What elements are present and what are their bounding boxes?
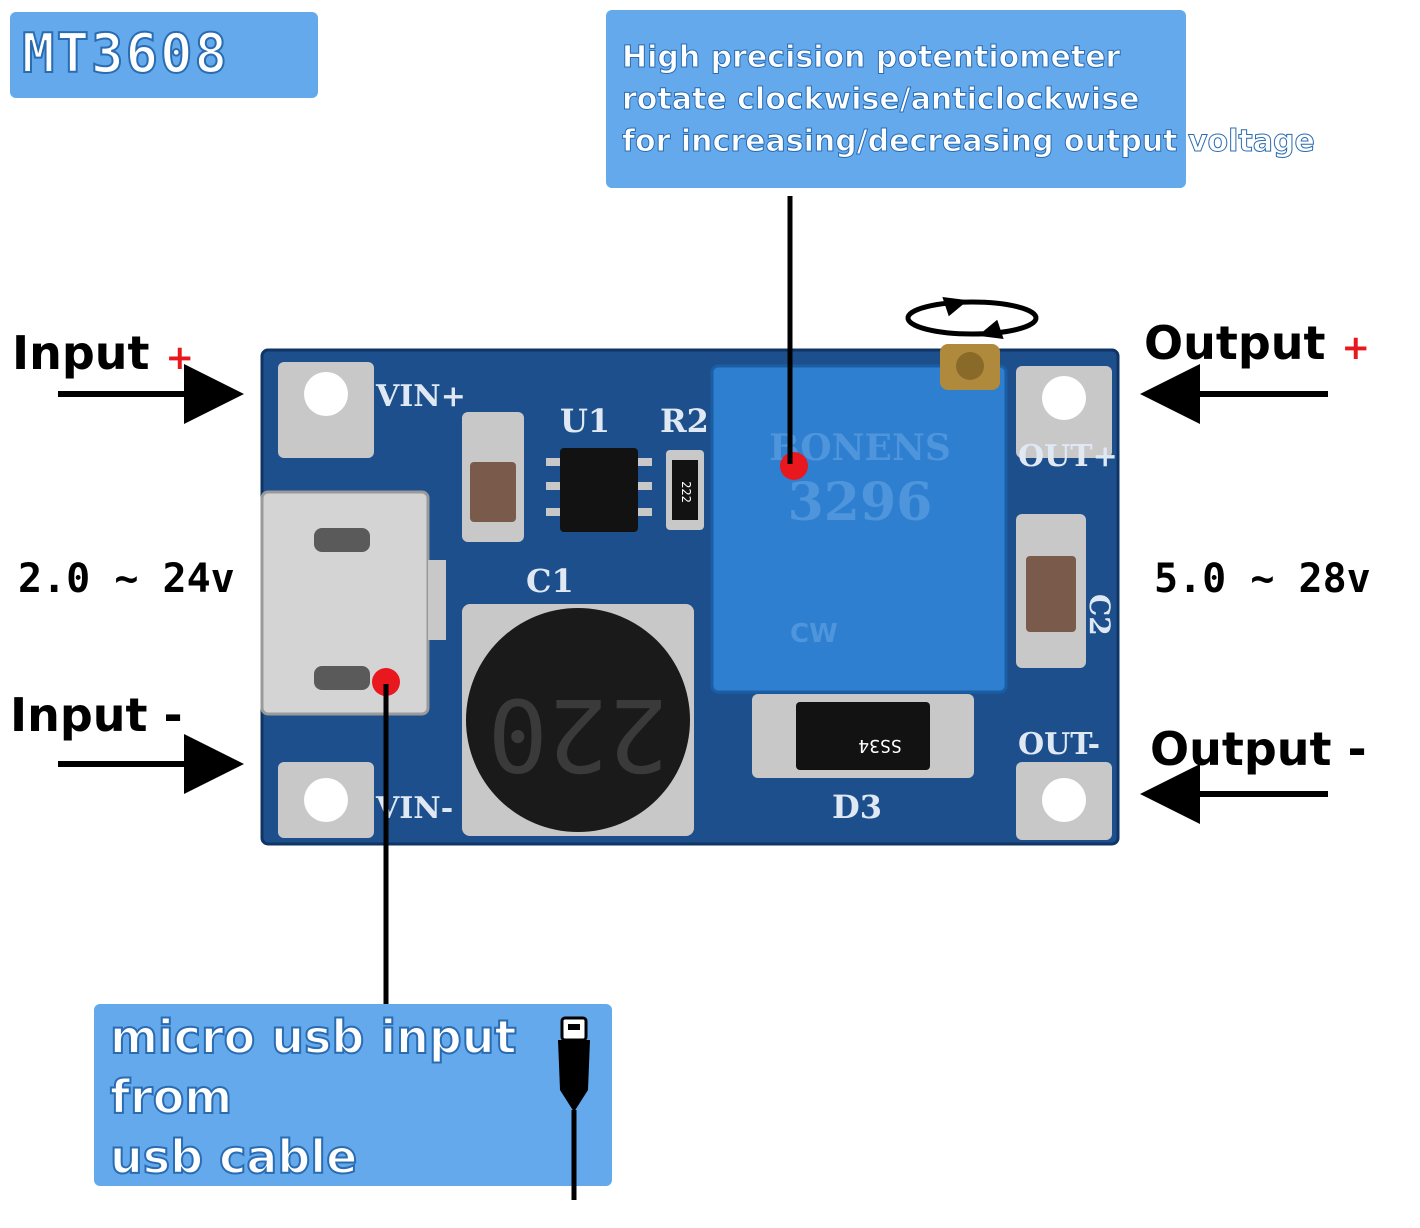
input-plus-label: Input + [12,326,194,380]
resistor-code: 222 [679,481,693,503]
usb-note: micro usb input from usb cable [94,1004,612,1186]
diode-code: SS34 [858,735,901,756]
silk-r2: R2 [660,402,709,440]
chip-u1 [546,448,652,532]
silk-out-plus: OUT+ [1018,439,1118,474]
silk-c2: C2 [1083,594,1116,636]
pot-note-line-1: High precision potentiometer [621,40,1121,76]
usb-marker-dot [372,668,400,696]
diode-d3: SS34 [752,694,974,778]
mount-hole-vin-minus [278,762,374,838]
silk-d3: D3 [832,788,882,826]
silk-out-minus: OUT- [1018,727,1100,762]
title: MT3608 [21,21,230,86]
rotate-icon [905,297,1039,339]
pot-cw: CW [790,619,838,649]
silk-u1: U1 [560,402,610,440]
potentiometer: BONENS 3296 CW [710,344,1008,694]
mount-hole-out-minus [1016,762,1112,840]
usb-note-line-3: usb cable [109,1129,358,1185]
pot-note-line-3: for increasing/decreasing output voltage [622,124,1316,160]
input-voltage-range: 2.0 ~ 24v [18,556,235,602]
pot-model: 3296 [788,472,933,533]
usb-note-line-2: from [109,1069,233,1125]
silk-vin-plus: VIN+ [375,379,466,414]
input-plus-text: Input [12,326,150,380]
mount-hole-vin-plus [278,362,374,458]
output-plus-label: Output + [1144,316,1370,370]
output-plus-sign: + [1341,328,1371,368]
output-plus-text: Output [1144,316,1326,370]
resistor-r2: 222 [666,450,704,530]
inductor: 220 [462,604,694,836]
pot-marker-dot [780,452,808,480]
mount-hole-out-plus [1016,366,1112,458]
silk-c1: C1 [526,562,574,600]
micro-usb-connector [260,490,446,716]
inductor-code: 220 [488,676,669,793]
usb-note-line-1: micro usb input [109,1009,518,1065]
output-voltage-range: 5.0 ~ 28v [1154,556,1371,602]
pot-note-line-2: rotate clockwise/anticlockwise [622,82,1141,118]
usb-cable-icon [558,1016,590,1200]
input-minus-label: Input - [10,688,183,742]
title-box: MT3608 [10,12,318,98]
capacitor-c1 [462,412,524,542]
capacitor-c2 [1016,514,1086,668]
potentiometer-note: High precision potentiometer rotate cloc… [606,10,1315,188]
